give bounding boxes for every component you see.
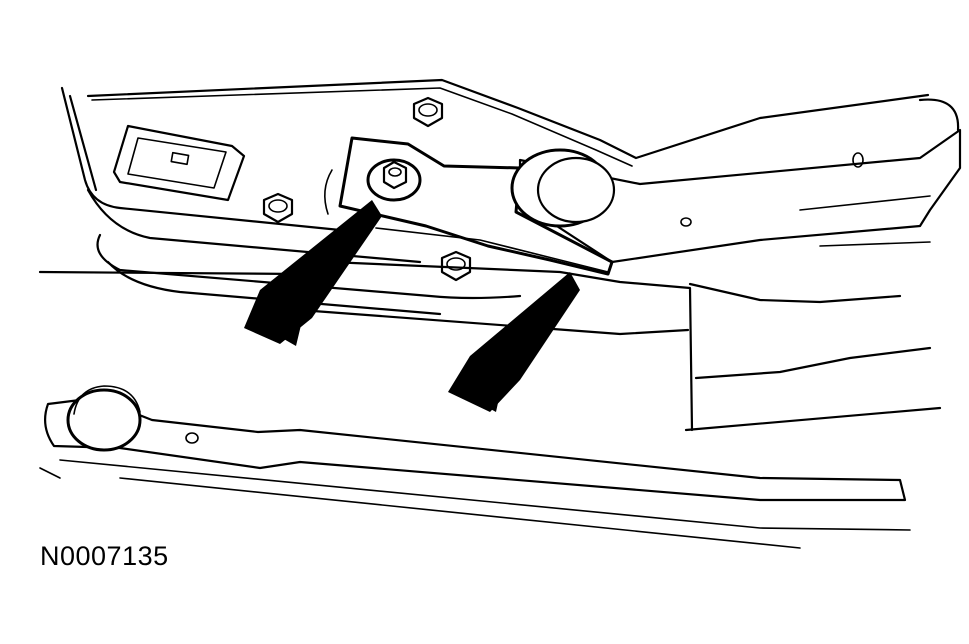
bolt-icon [440, 250, 472, 282]
callout-arrow-icon [244, 200, 382, 346]
callout-arrow-icon [448, 272, 580, 412]
panel-clip [112, 124, 246, 202]
figure-code: N0007135 [40, 541, 169, 571]
cowl-panel [38, 78, 930, 316]
bolt-icon [262, 192, 294, 224]
bolt-icon [412, 96, 444, 128]
pivot-cap-icon [510, 148, 616, 228]
mounting-bracket [298, 260, 942, 432]
drive-link-upper [518, 98, 962, 264]
pivot-cap-icon [66, 385, 142, 452]
linkage-bracket [324, 136, 614, 276]
drive-link-lower [39, 396, 911, 549]
